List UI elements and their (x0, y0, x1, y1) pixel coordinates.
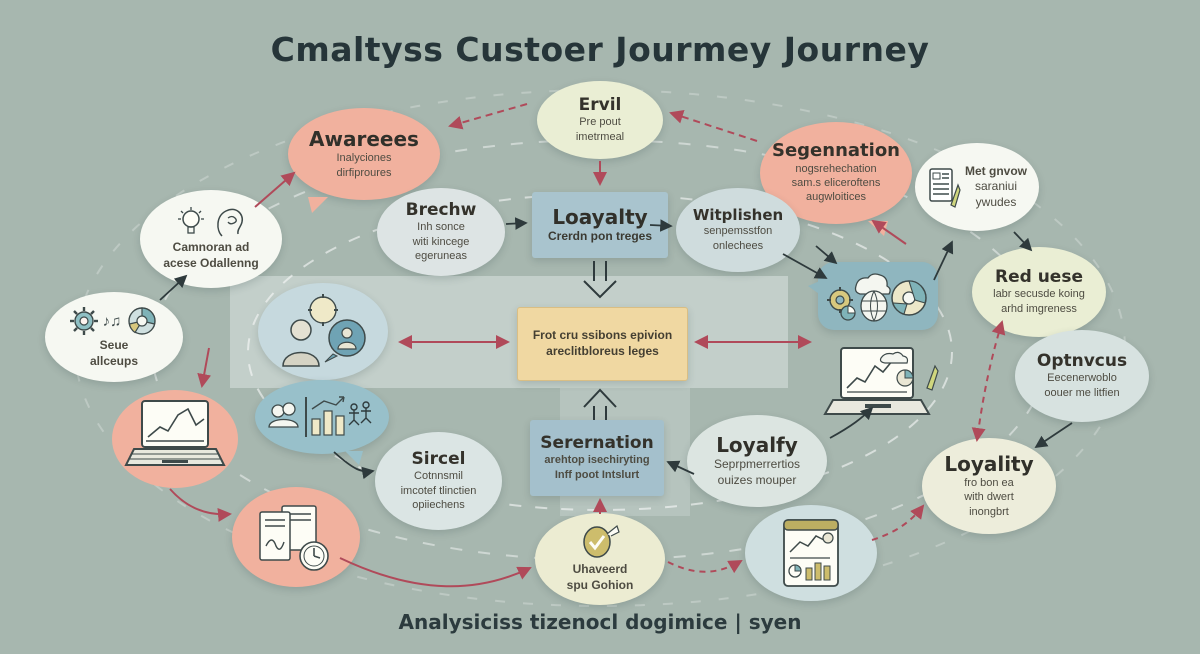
node-people-bars (255, 380, 389, 465)
node-title: Serernation (540, 432, 654, 453)
node-seue: ♪♫ Seue allceups (45, 292, 183, 382)
speech-tail (345, 451, 363, 465)
node-brechw: Brechw Inh sonce witi kincege egeruneas (377, 188, 505, 276)
speech-tail (308, 197, 328, 213)
lightbulb-gear-icon (178, 207, 204, 235)
gear-icon (69, 307, 98, 336)
check-badge-icon (583, 525, 620, 559)
node-title: Red uese (995, 266, 1083, 287)
people-barchart-icon (268, 396, 372, 437)
tablet-chart-icon (783, 519, 839, 587)
node-tech-icons (808, 262, 938, 330)
node-laptop-left (112, 390, 238, 488)
node-title: Awareees (309, 127, 419, 152)
speech-tail (808, 280, 822, 296)
node-title: Brechw (405, 199, 477, 220)
node-camnoran: Camnoran ad acese Odallenng (140, 190, 282, 288)
footer-caption: Analysiciss tizenocl dogimice | syen (398, 610, 802, 634)
node-met-gnvow: Met gnvow saraniui ywudes (915, 143, 1039, 231)
node-loyalfy: Loyalfy Seprpmerrertios ouizes mouper (687, 415, 827, 507)
node-title: Segennation (772, 140, 900, 162)
node-loyality: Loyality fro bon ea with dwert inongbrt (922, 438, 1056, 534)
node-title: Loyalfy (716, 432, 798, 457)
node-title: Loayalty (552, 204, 648, 229)
node-doc-clock (232, 487, 360, 587)
node-title: Witplishen (692, 206, 784, 225)
node-title: Optnvcus (1036, 350, 1128, 371)
donut-chart-icon (128, 307, 157, 336)
node-title: Sircel (411, 448, 466, 469)
node-ervil: Ervil Pre pout imetrmeal (537, 81, 663, 159)
node-laptop-right (822, 343, 942, 427)
document-pencil-icon (929, 168, 961, 208)
node-witplishen: Witplishen senpemsstfon onlechees (676, 188, 800, 272)
gears-cloud-globe-icon (827, 273, 927, 322)
node-center-box: Frot cru ssibons epivion areclitbloreus … (517, 307, 688, 381)
node-sircel: Sircel Cotnnsmil imcotef tlinctien opiie… (375, 432, 502, 530)
speech-tail (868, 221, 888, 236)
node-red-uese: Red uese labr secusde koing arhd imgrene… (972, 247, 1106, 337)
music-notes-icon: ♪♫ (102, 312, 122, 330)
node-serernation-box: Serernation arehtop isechiryting Inff po… (530, 420, 664, 496)
node-person-chat (258, 283, 388, 380)
node-dashboard (745, 505, 877, 601)
node-uhaveerd: Uhaveerd spu Gohion (535, 513, 665, 605)
head-idea-icon (217, 209, 244, 237)
document-clock-icon (259, 505, 329, 571)
node-awareees: Awareees Inalyciones dirfiproures (288, 108, 440, 213)
node-optnvcus: Optnvcus Eecenerwoblo oouer me litfien (1015, 330, 1149, 422)
node-title: Ervil (578, 94, 622, 115)
laptop-chart-icon (124, 400, 226, 466)
page-title: Cmaltyss Custoer Jourmey Journey (270, 30, 930, 69)
node-title: Loyality (944, 452, 1034, 477)
person-gear-chat-icon (282, 293, 366, 367)
laptop-analytics-icon (823, 347, 939, 415)
node-loayalty-box: Loayalty Crerdn pon treges (532, 192, 668, 258)
